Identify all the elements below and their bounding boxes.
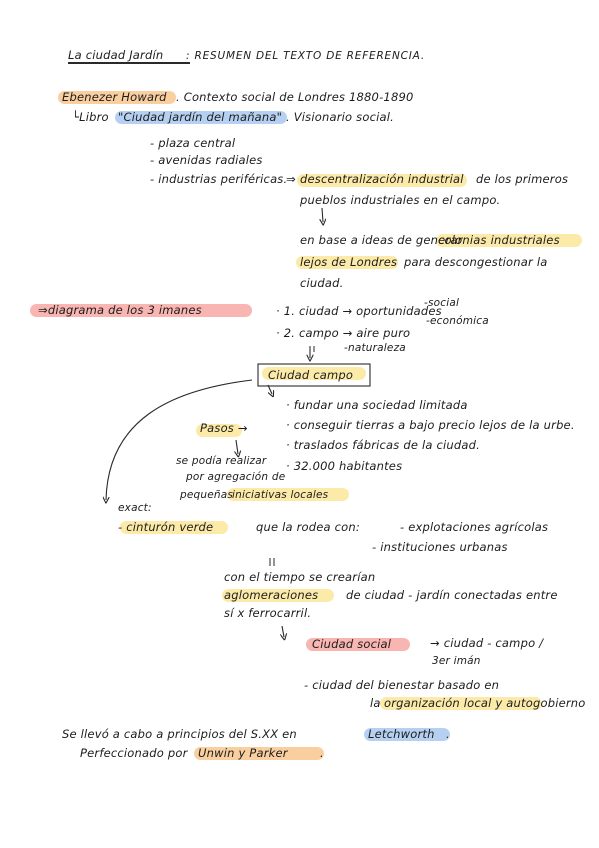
exact-label: exact: [118,502,152,514]
decentralization-arrow: ⇒ [286,172,296,186]
curved-arrow-to-exact [106,379,253,500]
book-suffix: . Visionario social. [286,110,394,124]
social-city-desc-2b: organización local y autogobierno [384,696,586,710]
social-city-label: Ciudad social [312,637,392,651]
feature-plaza: - plaza central [150,136,236,150]
highlight-pasos [196,424,242,437]
step-4: · 32.000 habitantes [286,459,403,473]
steps-note-3b: iniciativas locales [232,489,329,501]
highlight-letchworth [364,728,450,741]
highlight-magnets [30,304,252,317]
future-line-2a: aglomeraciones [224,588,319,602]
highlight-book-title [115,111,287,124]
title-underline [68,62,190,64]
decentralization-key: descentralización industrial [300,172,464,186]
double-arrow-2 [309,346,315,352]
title-part2: : RESUMEN DEL TEXTO DE REFERENCIA. [186,50,425,62]
social-city-arrow: → ciudad - campo / [430,636,544,650]
green-belt: - cinturón verde [118,520,214,534]
highlight-author [58,91,176,104]
highlight-unwin-parker [194,747,324,760]
magnet-1: · 1. ciudad → oportunidades [276,304,442,318]
footer-line-1a: Se llevó a cabo a principios del S.XX en [62,727,297,741]
highlight-organizacion [380,697,542,710]
title-part1: La ciudad Jardín [68,48,164,62]
step-3: · traslados fábricas de la ciudad. [286,438,480,452]
decentralization-line4b: para descongestionar la [404,255,548,269]
decentralization-line3a: en base a ideas de generar [300,233,463,247]
magnets-label: ⇒diagrama de los 3 imanes [38,303,202,317]
steps-note-2: por agregación de [186,471,286,483]
magnet-1-social: -social [424,297,460,309]
highlight-cinturon [120,521,228,534]
magnet-2-nature: -naturaleza [344,342,406,354]
footer-line-1b: Letchworth [368,727,435,741]
footer-line-2c: . [320,746,324,760]
decentralization-line5: ciudad. [300,276,344,290]
decentralization-line2: pueblos industriales en el campo. [300,193,501,207]
surround-item-2: - instituciones urbanas [372,540,508,554]
steps-note-3a: pequeñas [180,489,234,501]
double-arrow-1 [269,558,275,566]
arrow-decentralization-down [322,207,323,222]
footer-line-2a: Perfeccionado por [80,746,188,760]
magnet-2: · 2. campo → aire puro [276,326,411,340]
surround-text: que la rodea con: [256,520,360,534]
decentralization-line4a: lejos de Londres [300,255,398,269]
surround-item-1: - explotaciones agrícolas [400,520,549,534]
footer-line-2b: Unwin y Parker [198,746,288,760]
social-city-desc-2a: la [370,696,381,710]
magnet-1-economic: -económica [426,315,489,327]
footer-line-1c: . [446,727,450,741]
highlight-colonias [436,234,582,247]
future-line-1: con el tiempo se crearían [224,570,376,584]
feature-industrias: - industrias periféricas. [150,172,288,186]
arrow-steps-down [236,439,238,454]
ciudad-campo-label: Ciudad campo [268,368,354,382]
step-1: · fundar una sociedad limitada [286,398,468,412]
social-city-desc-1: - ciudad del bienestar basado en [304,678,500,692]
future-line-3: sí x ferrocarril. [224,606,312,620]
highlight-aglomeraciones [222,589,334,602]
highlight-decentralization [297,174,467,187]
step-2: · conseguir tierras a bajo precio lejos … [286,418,575,432]
highlight-iniciativas [227,488,349,501]
highlight-ciudad-social [306,638,410,651]
book-prefix: └Libro [72,110,109,124]
book-title: "Ciudad jardín del mañana" [118,110,283,124]
feature-avenidas: - avenidas radiales [150,153,263,167]
decentralization-rest: de los primeros [476,172,569,186]
highlight-lejos [296,256,398,269]
author-context: . Contexto social de Londres 1880-1890 [176,90,414,104]
future-line-2b: de ciudad - jardín conectadas entre [346,588,558,602]
ciudad-campo-box [257,363,371,387]
social-city-magnet: 3er imán [432,655,481,667]
steps-note-1: se podía realizar [176,455,267,467]
highlight-ciudad-campo [262,367,366,380]
steps-label: Pasos → [200,421,248,435]
decentralization-line3b: colonias industriales [438,233,560,247]
author-name: Ebenezer Howard [62,90,167,104]
arrow-future-down [282,625,284,637]
